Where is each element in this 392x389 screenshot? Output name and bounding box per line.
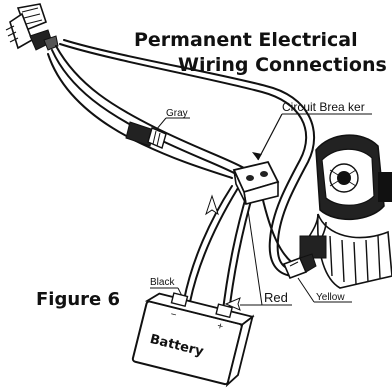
red-label: Red [264, 290, 288, 305]
red-arrowhead [224, 297, 241, 311]
circuit-breaker-label: Circuit Brea ker [282, 100, 365, 114]
circuit-breaker [232, 160, 280, 205]
trolling-motor [299, 134, 392, 289]
yellow-leader-line [297, 277, 315, 303]
circuit-breaker-arrowhead [252, 152, 262, 160]
breaker-pointer-arrow [205, 194, 219, 216]
figure-label: Figure 6 [36, 289, 120, 310]
gray-inline-connector [125, 121, 167, 149]
gray-label: Gray [166, 108, 188, 119]
black-label: Black [150, 277, 175, 288]
yellow-connector [282, 253, 317, 280]
yellow-label: Yellow [316, 292, 345, 303]
circuit-breaker-leader [257, 113, 283, 161]
battery: − + Battery [131, 292, 255, 388]
plug-connector [5, 3, 59, 51]
battery-positive-terminal: + [216, 321, 224, 333]
red-leader-line-up [247, 209, 263, 306]
title-line-1: Permanent Electrical [134, 29, 358, 51]
title-line-2: Wiring Connections [178, 54, 387, 76]
gray-leader-line [155, 117, 167, 131]
battery-negative-terminal: − [169, 309, 177, 321]
